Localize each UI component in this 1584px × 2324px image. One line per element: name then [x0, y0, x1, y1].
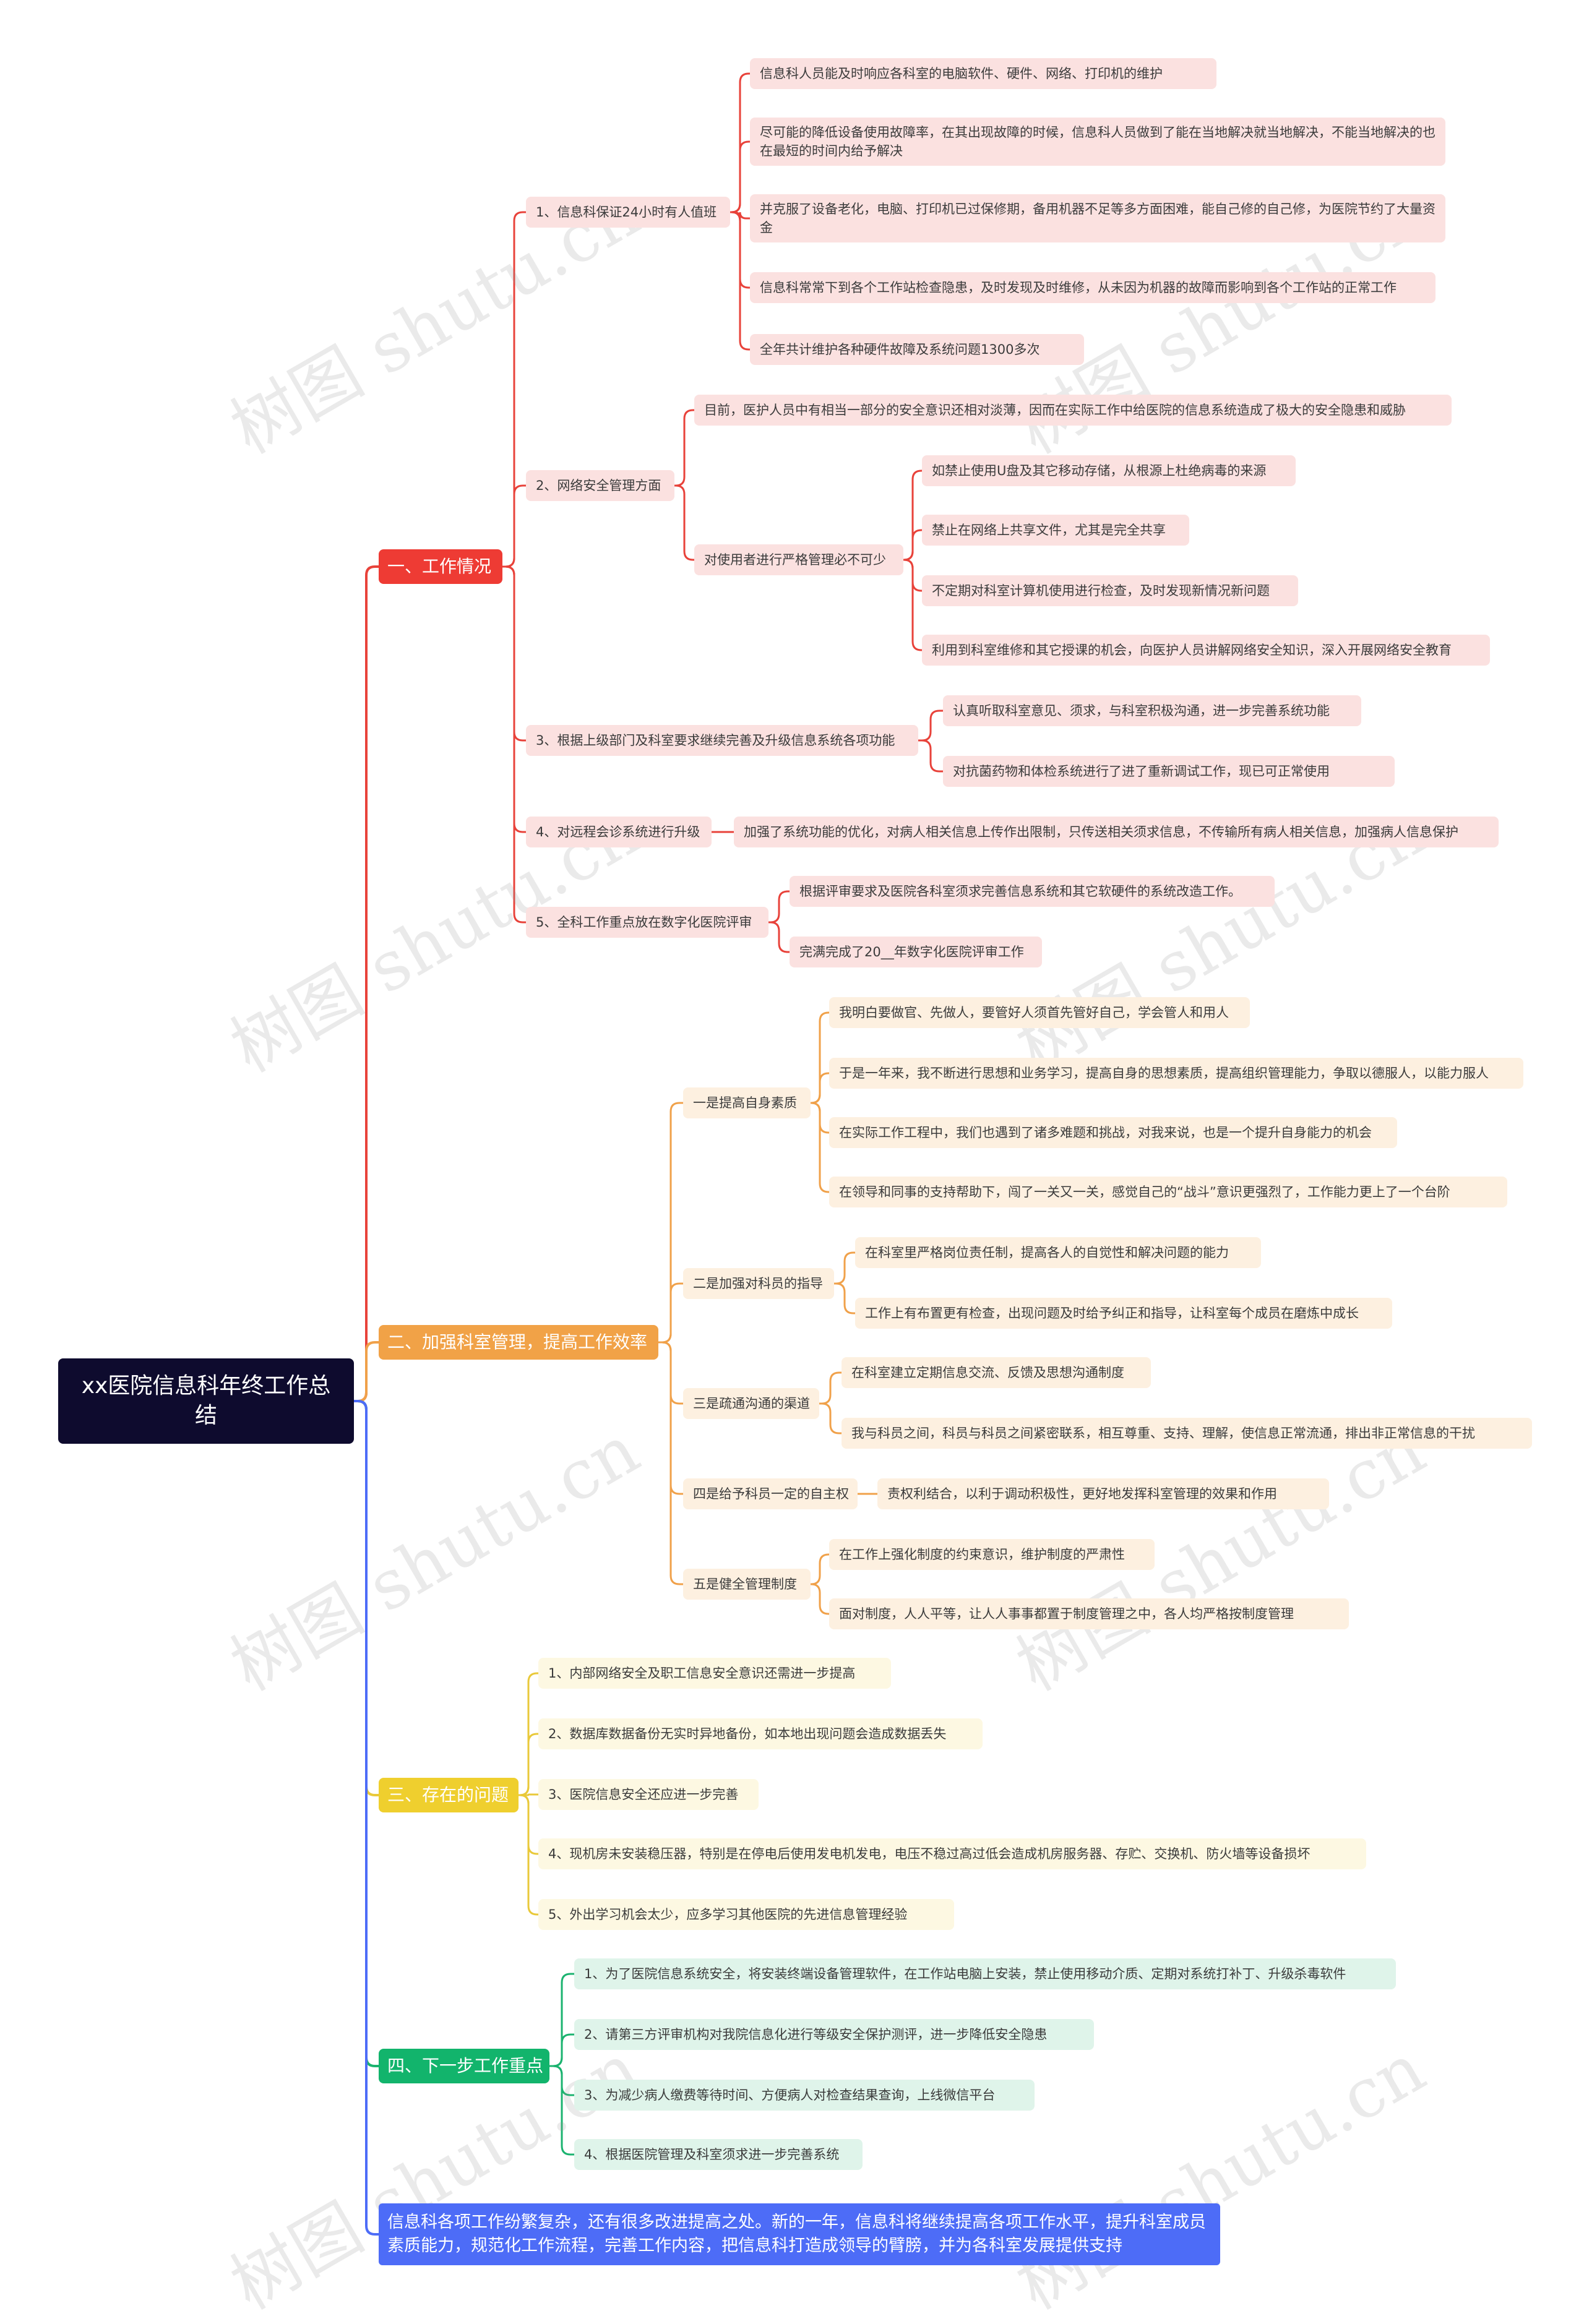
connector-line: [730, 140, 750, 213]
leaf[interactable]: 完满完成了20__年数字化医院评审工作: [790, 937, 1042, 967]
connector-line: [819, 1402, 842, 1434]
connector-line: [811, 1553, 829, 1585]
connector-line: [658, 1282, 683, 1344]
leaf[interactable]: 3、为减少病人缴费等待时间、方便病人对检查结果查询，上线微信平台: [574, 2080, 1035, 2111]
leaf[interactable]: 在实际工作工程中，我们也遇到了诸多难题和挑战，对我来说，也是一个提升自身能力的机…: [829, 1117, 1397, 1148]
leaf[interactable]: 不定期对科室计算机使用进行检查，及时发现新情况新问题: [922, 575, 1298, 606]
summary-note[interactable]: 信息科各项工作纷繁复杂，还有很多改进提高之处。新的一年，信息科将继续提高各项工作…: [379, 2203, 1220, 2265]
connector-line: [918, 739, 943, 773]
leaf[interactable]: 全年共计维护各种硬件故障及系统问题1300多次: [750, 334, 1084, 365]
topic-digital-review[interactable]: 5、全科工作重点放在数字化医院评审: [526, 907, 768, 938]
connector-line: [354, 1400, 379, 2236]
leaf[interactable]: 对抗菌药物和体检系统进行了进了重新调试工作，现已可正常使用: [943, 756, 1395, 787]
topic-guide-staff[interactable]: 二是加强对科员的指导: [683, 1268, 834, 1299]
leaf[interactable]: 我与科员之间，科员与科员之间紧密联系，相互尊重、支持、理解，使信息正常流通，排出…: [842, 1418, 1532, 1449]
topic-strict-management[interactable]: 对使用者进行严格管理必不可少: [694, 544, 903, 575]
section-next-steps[interactable]: 四、下一步工作重点: [379, 2049, 549, 2083]
topic-communication[interactable]: 三是疏通沟通的渠道: [683, 1388, 819, 1419]
root-topic[interactable]: xx医院信息科年终工作总结: [58, 1358, 354, 1444]
connector-line: [918, 710, 943, 742]
topic-24h-duty[interactable]: 1、信息科保证24小时有人值班: [526, 197, 730, 228]
leaf[interactable]: 面对制度，人人平等，让人人事事都置于制度管理之中，各人均严格按制度管理: [829, 1598, 1349, 1629]
leaf[interactable]: 认真听取科室意见、须求，与科室积极沟通，进一步完善系统功能: [943, 695, 1361, 726]
connector-line: [354, 565, 379, 1402]
leaf[interactable]: 如禁止使用U盘及其它移动存储，从根源上杜绝病毒的来源: [922, 455, 1296, 486]
topic-system-upgrade[interactable]: 3、根据上级部门及科室要求继续完善及升级信息系统各项功能: [526, 725, 918, 756]
leaf[interactable]: 根据评审要求及医院各科室须求完善信息系统和其它软硬件的系统改造工作。: [790, 876, 1275, 907]
leaf[interactable]: 于是一年来，我不断进行思想和业务学习，提高自身的思想素质，提高组织管理能力，争取…: [829, 1058, 1523, 1089]
leaf[interactable]: 责权利结合，以利于调动积极性，更好地发挥科室管理的效果和作用: [877, 1478, 1329, 1509]
connector-line: [519, 1793, 538, 1796]
connector-line: [502, 565, 526, 924]
connector-line: [834, 1282, 855, 1314]
leaf[interactable]: 4、根据医院管理及科室须求进一步完善系统: [574, 2139, 863, 2170]
section-management[interactable]: 二、加强科室管理，提高工作效率: [379, 1325, 658, 1360]
section-work-status[interactable]: 一、工作情况: [379, 549, 502, 584]
connector-line: [674, 484, 694, 561]
connector-line: [519, 1733, 538, 1796]
connector-line: [903, 559, 922, 651]
topic-rules[interactable]: 五是健全管理制度: [683, 1569, 811, 1600]
topic-remote-consult[interactable]: 4、对远程会诊系统进行升级: [526, 817, 712, 847]
connector-line: [549, 2033, 574, 2067]
leaf[interactable]: 加强了系统功能的优化，对病人相关信息上传作出限制，只传送相关须求信息，不传输所有…: [734, 817, 1499, 847]
connector-line: [549, 2065, 574, 2156]
leaf[interactable]: 4、现机房未安装稳压器，特别是在停电后使用发电机发电，电压不稳过高过低会造成机房…: [538, 1838, 1366, 1869]
leaf[interactable]: 5、外出学习机会太少，应多学习其他医院的先进信息管理经验: [538, 1899, 954, 1930]
leaf[interactable]: 1、为了医院信息系统安全，将安装终端设备管理软件，在工作站电脑上安装，禁止使用移…: [574, 1958, 1396, 1989]
connector-line: [811, 1583, 829, 1615]
connector-line: [768, 890, 790, 924]
leaf[interactable]: 目前，医护人员中有相当一部分的安全意识还相对淡薄，因而在实际工作中给医院的信息系…: [694, 395, 1452, 426]
topic-network-security[interactable]: 2、网络安全管理方面: [526, 470, 674, 501]
connector-line: [903, 529, 922, 561]
connector-line: [811, 1072, 829, 1104]
leaf[interactable]: 我明白要做官、先做人，要管好人须首先管好自己，学会管人和用人: [829, 997, 1250, 1028]
leaf[interactable]: 在领导和同事的支持帮助下，闯了一关又一关，感觉自己的“战斗”意识更强烈了，工作能…: [829, 1177, 1507, 1207]
leaf[interactable]: 1、内部网络安全及职工信息安全意识还需进一步提高: [538, 1658, 891, 1689]
leaf[interactable]: 尽可能的降低设备使用故障率，在其出现故障的时候，信息科人员做到了能在当地解决就当…: [750, 118, 1445, 166]
connector-line: [768, 921, 790, 953]
connector-line: [730, 211, 750, 351]
connector-line: [819, 1371, 842, 1405]
section-problems[interactable]: 三、存在的问题: [379, 1778, 519, 1812]
leaf[interactable]: 信息科人员能及时响应各科室的电脑软件、硬件、网络、打印机的维护: [750, 58, 1216, 89]
connector-line: [834, 1251, 855, 1285]
leaf[interactable]: 在科室建立定期信息交流、反馈及思想沟通制度: [842, 1357, 1151, 1388]
leaf[interactable]: 禁止在网络上共享文件，尤其是完全共享: [922, 515, 1189, 546]
topic-self-quality[interactable]: 一是提高自身素质: [683, 1087, 811, 1118]
connector-line: [519, 1794, 538, 1916]
leaf[interactable]: 2、请第三方评审机构对我院信息化进行等级安全保护测评，进一步降低安全隐患: [574, 2019, 1094, 2050]
connector-line: [354, 1341, 379, 1402]
leaf[interactable]: 2、数据库数据备份无实时异地备份，如本地出现问题会造成数据丢失: [538, 1718, 983, 1749]
leaf[interactable]: 工作上有布置更有检查，出现问题及时给予纠正和指导，让科室每个成员在磨炼中成长: [855, 1298, 1392, 1329]
leaf[interactable]: 利用到科室维修和其它授课的机会，向医护人员讲解网络安全知识，深入开展网络安全教育: [922, 635, 1490, 666]
connector-line: [502, 484, 526, 568]
connector-line: [658, 1341, 683, 1585]
leaf[interactable]: 3、医院信息安全还应进一步完善: [538, 1779, 759, 1810]
connector-line: [674, 409, 694, 487]
leaf[interactable]: 在科室里严格岗位责任制，提高各人的自觉性和解决问题的能力: [855, 1237, 1261, 1268]
leaf[interactable]: 并克服了设备老化，电脑、打印机已过保修期，备用机器不足等多方面困难，能自己修的自…: [750, 194, 1445, 242]
leaf[interactable]: 信息科常常下到各个工作站检查隐患，及时发现及时维修，从未因为机器的故障而影响到各…: [750, 272, 1436, 303]
topic-autonomy[interactable]: 四是给予科员一定的自主权: [683, 1478, 858, 1509]
leaf[interactable]: 在工作上强化制度的约束意识，维护制度的严肃性: [829, 1539, 1155, 1570]
connector-line: [811, 1102, 829, 1193]
